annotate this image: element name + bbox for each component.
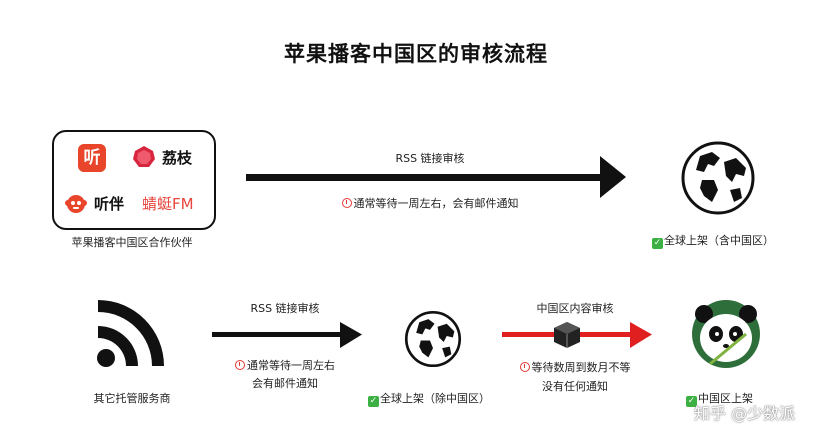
tingban-app-logo: 听伴 (64, 191, 124, 215)
globe-icon (404, 310, 462, 368)
row2-note1: 通常等待一周左右 (210, 357, 360, 373)
diagram-title: 苹果播客中国区的审核流程 (284, 42, 548, 66)
qingting-fm-icon: 蜻蜓FM (142, 195, 194, 213)
row1-note: 通常等待一周左右，会有邮件通知 (290, 195, 570, 211)
partner-apps-box (52, 130, 216, 230)
check-mark-icon: ✓ (368, 396, 379, 407)
ting-app-icon: 听 (78, 144, 106, 172)
globe-icon (681, 141, 755, 215)
row2-note1-line2: 会有邮件通知 (252, 377, 318, 390)
partner-caption: 苹果播客中国区合作伙伴 (71, 236, 193, 249)
check-mark-icon: ✓ (652, 238, 663, 249)
row2-arrow2-label: 中国区内容审核 (536, 302, 614, 315)
rss-feed-icon (97, 300, 164, 367)
row1-result: ✓全球上架（含中国区） (652, 234, 774, 249)
tingban-app-icon (65, 195, 87, 213)
row1-arrow-label: RSS 链接审核 (395, 152, 465, 165)
alarm-clock-icon (519, 362, 530, 372)
lizhi-app-icon (133, 146, 155, 167)
row2-final-result: ✓中国区上架 (686, 392, 753, 407)
hosting-provider-caption: 其它托管服务商 (93, 392, 171, 405)
alarm-clock-icon (235, 360, 245, 370)
row2-arrow1 (212, 322, 362, 348)
row2-note2: 等待数周到数月不等 (490, 359, 660, 375)
lizhi-app-logo: 荔枝 (132, 145, 192, 169)
row2-mid-result: ✓全球上架（除中国区） (368, 392, 490, 407)
panda-icon (692, 300, 760, 368)
row2-note2-line2: 没有任何通知 (542, 380, 608, 393)
row1-arrow (246, 156, 626, 198)
zhihu-watermark: 知乎 @少数派 (694, 404, 796, 423)
review-box-icon (554, 322, 580, 348)
check-mark-icon: ✓ (686, 396, 697, 407)
alarm-clock-icon (341, 198, 352, 208)
row2-arrow1-label: RSS 链接审核 (250, 302, 320, 315)
